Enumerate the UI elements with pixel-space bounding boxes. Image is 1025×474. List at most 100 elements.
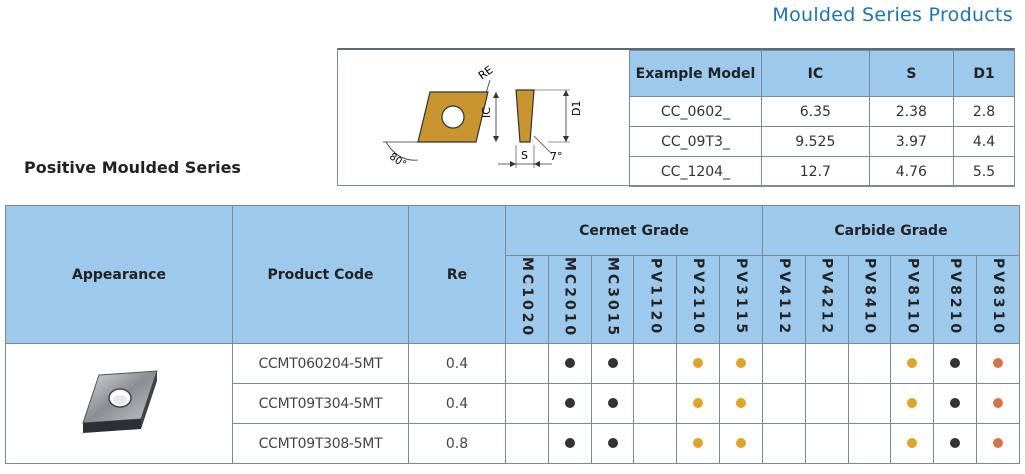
availability-dot-gold — [907, 397, 918, 408]
grade-cell — [505, 383, 549, 424]
grade-header-pv8410: PV8410 — [847, 255, 892, 344]
spec-header-d1: D1 — [953, 50, 1015, 97]
label-s: S — [521, 149, 528, 162]
grade-cell — [976, 343, 1020, 384]
grade-cell — [547, 423, 592, 464]
spec-model: CC_1204_ — [629, 156, 762, 187]
product-code: CCMT09T304-5MT — [232, 383, 409, 424]
grade-cell — [633, 343, 678, 384]
grade-cell — [547, 383, 592, 424]
label-d1: D1 — [570, 101, 583, 116]
grade-cell — [676, 383, 721, 424]
header-re: Re — [408, 205, 506, 344]
grade-cell — [633, 423, 678, 464]
grade-cell — [505, 343, 549, 384]
product-code: CCMT060204-5MT — [232, 343, 409, 384]
grade-label: MC3015 — [604, 256, 621, 339]
grade-cell — [976, 423, 1020, 464]
label-re: RE — [476, 63, 495, 82]
table-row: CC_1204_ 12.7 4.76 5.5 — [629, 156, 1015, 187]
availability-dot-black — [607, 397, 618, 408]
spec-block: RE IC 80° D1 S 7 — [337, 48, 1015, 187]
insert-side-view — [515, 89, 535, 143]
spec-header-s: S — [868, 50, 955, 97]
availability-dot-copper — [993, 437, 1004, 448]
table-row: CC_09T3_ 9.525 3.97 4.4 — [629, 126, 1015, 157]
grade-header-pv2110: PV2110 — [676, 255, 721, 344]
grade-cell — [719, 423, 763, 464]
availability-dot-gold — [693, 397, 704, 408]
header-appearance: Appearance — [5, 205, 233, 344]
label-angle-80: 80° — [387, 151, 408, 170]
availability-dot-black — [950, 397, 961, 408]
availability-dot-gold — [736, 437, 747, 448]
appearance-cell — [5, 343, 233, 464]
spec-ic: 12.7 — [761, 156, 870, 187]
re-value: 0.4 — [408, 343, 506, 384]
grade-header-pv4212: PV4212 — [804, 255, 849, 344]
grade-cell — [890, 383, 935, 424]
grade-header-mc1020: MC1020 — [505, 255, 549, 344]
insert-geometry-diagram: RE IC 80° D1 S 7 — [383, 63, 583, 170]
grade-cell — [847, 343, 892, 384]
grade-header-pv4112: PV4112 — [761, 255, 806, 344]
grade-cell — [590, 383, 635, 424]
insert-diagram: RE IC 80° D1 S 7 — [338, 50, 628, 186]
grade-label: PV3115 — [733, 258, 750, 337]
re-value: 0.4 — [408, 383, 506, 424]
availability-dot-gold — [736, 397, 747, 408]
grade-label: MC1020 — [518, 256, 535, 339]
grade-cell — [676, 423, 721, 464]
grade-cell — [933, 383, 978, 424]
grade-cell — [590, 423, 635, 464]
availability-dot-copper — [993, 397, 1004, 408]
grade-cell — [633, 383, 678, 424]
grade-label: PV4112 — [775, 258, 792, 337]
spec-ic: 6.35 — [761, 96, 870, 127]
grade-label: MC2010 — [561, 256, 578, 339]
grade-label: PV8110 — [904, 258, 921, 337]
grade-header-pv3115: PV3115 — [719, 255, 763, 344]
availability-dot-black — [564, 397, 575, 408]
spec-header-model: Example Model — [629, 50, 762, 97]
spec-s: 4.76 — [868, 156, 955, 187]
grade-cell — [847, 383, 892, 424]
availability-dot-black — [564, 357, 575, 368]
grade-table-header-row-1: Appearance Product Code Re Cermet Grade … — [5, 205, 1021, 344]
grade-cell — [719, 343, 763, 384]
availability-dot-black — [950, 437, 961, 448]
spec-s: 2.38 — [868, 96, 955, 127]
grade-cell — [933, 343, 978, 384]
grade-header-pv1120: PV1120 — [633, 255, 678, 344]
label-ic: IC — [480, 107, 493, 118]
grade-header-pv8310: PV8310 — [976, 255, 1020, 344]
spec-model: CC_09T3_ — [629, 126, 762, 157]
header-carbide-grade: Carbide Grade — [761, 205, 1021, 256]
page-title: Moulded Series Products — [772, 4, 1013, 26]
label-angle-7: 7° — [550, 150, 563, 163]
availability-dot-black — [607, 357, 618, 368]
insert-center-hole — [441, 105, 465, 129]
section-title: Positive Moulded Series — [24, 158, 241, 177]
grade-label: PV8310 — [990, 258, 1007, 337]
grade-cell — [976, 383, 1020, 424]
grade-cell — [890, 343, 935, 384]
grade-cell — [804, 423, 849, 464]
grade-cell — [719, 383, 763, 424]
grade-cell — [804, 383, 849, 424]
spec-table: Example Model IC S D1 CC_0602_ 6.35 2.38… — [629, 50, 1015, 187]
product-code: CCMT09T308-5MT — [232, 423, 409, 464]
grade-header-pv8210: PV8210 — [933, 255, 978, 344]
spec-header-ic: IC — [761, 50, 870, 97]
re-value: 0.8 — [408, 423, 506, 464]
table-row: CC_0602_ 6.35 2.38 2.8 — [629, 96, 1015, 127]
grade-label: PV8210 — [947, 258, 964, 337]
grade-header-pv8110: PV8110 — [890, 255, 935, 344]
spec-d1: 4.4 — [953, 126, 1015, 157]
insert-photo — [82, 369, 158, 433]
grade-header-mc3015: MC3015 — [590, 255, 635, 344]
grade-label: PV4212 — [818, 258, 835, 337]
